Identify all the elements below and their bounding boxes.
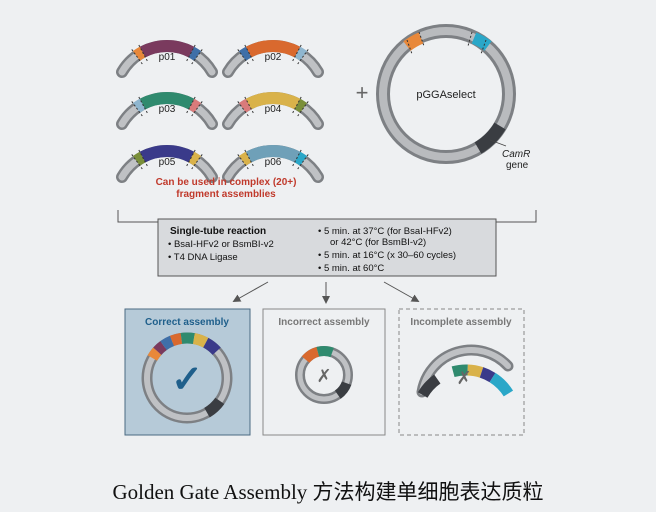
fragment-insert [139,40,195,58]
step-1: • 5 min. at 37°C (for BsaI-HFv2) [318,226,452,237]
step-3: • 5 min. at 60°C [318,263,384,274]
fragment-overhang-right [294,46,308,61]
fragment-label: p04 [265,104,282,115]
fragment-label: p06 [265,157,282,168]
vector-plasmid: pGGAselect CamR gene [376,24,530,171]
fragment-overhang-left [132,151,146,166]
x-mark-icon: ✗ [316,366,331,386]
step-2: • 5 min. at 16°C (x 30–60 cycles) [318,250,456,261]
correct-assembly-panel: Correct assembly ✓ [124,308,251,436]
fragment-label: p05 [159,157,176,168]
reaction-box: Single-tube reaction • BsaI-HFv2 or BsmB… [157,218,497,277]
fragment-insert [245,40,301,58]
correct-assembly-label: Correct assembly [145,317,229,328]
fragment-p04: p04 [222,92,324,130]
fragment-p05: p05 [116,145,218,183]
camr-gene-label: gene [506,160,529,171]
fragment-p03: p03 [116,92,218,130]
fragment-overhang-right [188,98,202,113]
incorrect-assembly-label: Incorrect assembly [278,317,370,328]
fragment-overhang-left [132,46,146,61]
arrow-correct [232,281,269,302]
incorrect-plasmid-segments [301,345,352,399]
fragment-p06: p06 [222,145,324,183]
correct-plasmid-segments [147,332,225,418]
reagent-2: • T4 DNA Ligase [168,252,238,263]
fragment-overhang-left [238,46,252,61]
complex-note-line1: Can be used in complex (20+) [156,177,297,188]
plus-sign: + [356,80,369,105]
reagent-1: • BsaI-HFv2 or BsmBI-v2 [168,239,274,250]
fragment-insert [139,92,195,110]
fragment-overhang-left [238,151,252,166]
check-mark-icon: ✓ [171,359,203,401]
incomplete-assembly-panel: Incomplete assembly ✗ [398,308,525,436]
camr-gene-segment [474,122,506,154]
incorrect-assembly-panel: Incorrect assembly ✗ [262,308,386,436]
fragment-insert [245,92,301,110]
step-1b: or 42°C (for BsmBI-v2) [330,237,426,248]
vector-overhang-right [471,32,492,51]
arrow-incomplete [383,281,420,302]
fragment-overhang-left [132,98,146,113]
figure-caption: Golden Gate Assembly 方法构建单细胞表达质粒 [112,480,544,504]
fragment-p02: p02 [222,40,324,78]
reaction-title: Single-tube reaction [170,226,266,237]
fragment-insert [245,145,301,163]
fragment-label: p01 [159,52,176,63]
fragment-overhang-right [188,151,202,166]
fragment-overhang-right [294,98,308,113]
fragment-overhang-left [238,98,252,113]
fragment-overhang-right [188,46,202,61]
incomplete-plasmid-segments [417,364,514,398]
fragment-insert [139,145,195,163]
x-mark-icon-2: ✗ [456,368,471,388]
vector-name: pGGAselect [416,89,475,101]
complex-note-line2: fragment assemblies [176,189,276,200]
fragment-overhang-right [294,151,308,166]
fragment-label: p03 [159,104,176,115]
fragment-grid: p01 p02 p03 p04 p05 p06 [116,40,324,183]
incomplete-assembly-label: Incomplete assembly [410,317,512,328]
fragment-label: p02 [265,52,282,63]
camr-label: CamR [502,149,530,160]
fragment-p01: p01 [116,40,218,78]
vector-overhang-left [403,32,424,51]
